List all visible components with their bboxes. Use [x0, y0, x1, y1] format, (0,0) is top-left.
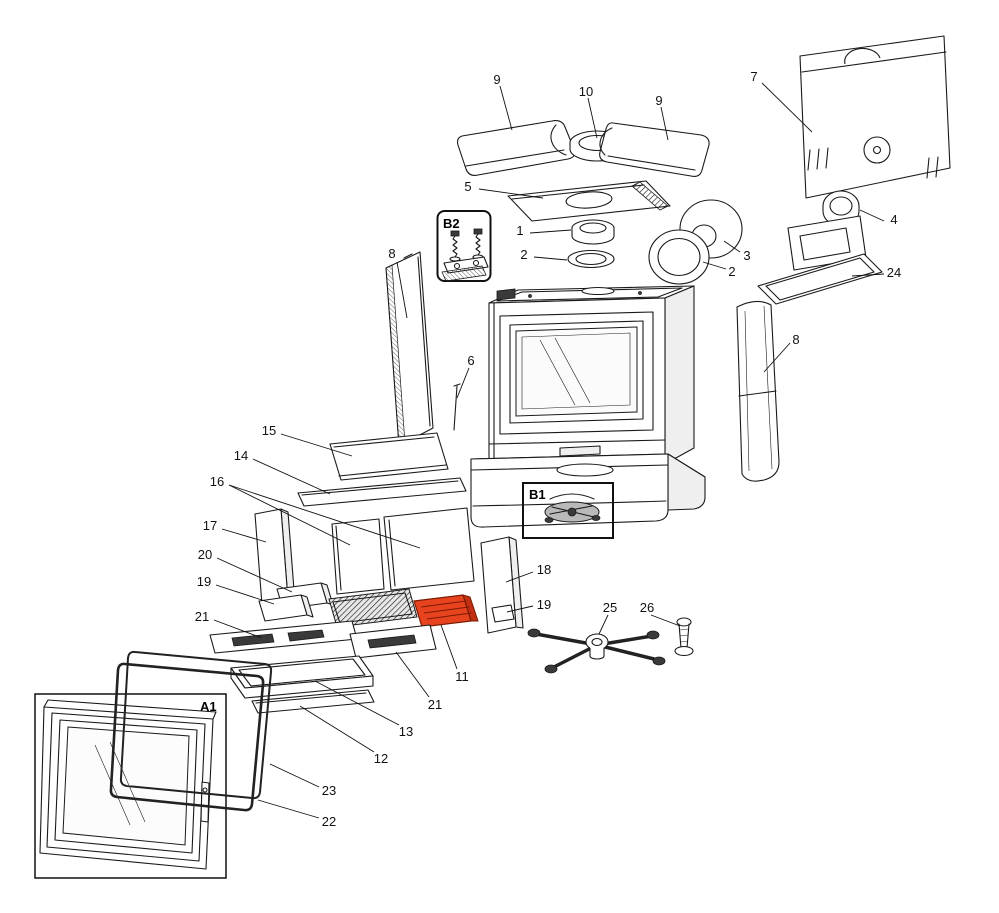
- strip-21-right: [349, 624, 437, 659]
- strip-14: [297, 477, 467, 507]
- callout-15: 15: [262, 423, 276, 438]
- callout-19-left: 19: [197, 574, 211, 589]
- callout-16: 16: [210, 474, 224, 489]
- callout-13: 13: [399, 724, 413, 739]
- callout-8-right: 8: [792, 332, 799, 347]
- callout-9-top-right: 9: [655, 93, 662, 108]
- baffle-plate-5: [507, 180, 671, 222]
- callout-19-right: 19: [537, 597, 551, 612]
- inset-label-b2: B2: [443, 216, 460, 231]
- callout-9-top-left: 9: [493, 72, 500, 87]
- callout-23: 23: [322, 783, 336, 798]
- callout-22: 22: [322, 814, 336, 829]
- gasket-ring-2-left: [567, 249, 615, 269]
- callout-25: 25: [603, 600, 617, 615]
- side-panel-right-8: [736, 300, 780, 482]
- part-11-face: [413, 594, 472, 628]
- inset-b1: B1: [522, 482, 614, 539]
- inset-b2: B2: [436, 210, 492, 282]
- inset-label-b1: B1: [529, 487, 546, 502]
- callout-20: 20: [198, 547, 212, 562]
- callouts: 9 10 9 7 5 1 2 3 2 4 24 8 8 6 15 14 16 1…: [195, 69, 901, 829]
- callout-21-right: 21: [428, 697, 442, 712]
- callout-5: 5: [464, 179, 471, 194]
- callout-3: 3: [743, 248, 750, 263]
- callout-21-left: 21: [195, 609, 209, 624]
- part-11-highlighted: [413, 594, 479, 628]
- grate-spider-25: [527, 628, 666, 674]
- plate-15: [329, 432, 449, 481]
- firebrick-panels-16: [331, 507, 475, 595]
- callout-18: 18: [537, 562, 551, 577]
- strip-21-left: [209, 620, 358, 654]
- callout-11: 11: [455, 669, 469, 684]
- grille-plate: [328, 588, 418, 628]
- hood-24: [757, 215, 883, 305]
- top-plate-right-9: [599, 122, 710, 177]
- brick-19-right: [491, 604, 515, 623]
- callout-10: 10: [579, 84, 593, 99]
- flue-collar-1: [571, 219, 615, 245]
- callout-4: 4: [890, 212, 897, 227]
- door-handle: [200, 781, 210, 823]
- top-plate-left-9: [456, 120, 576, 176]
- plinth-base: [470, 453, 706, 528]
- callout-17: 17: [203, 518, 217, 533]
- callout-2-right: 2: [728, 264, 735, 279]
- side-panel-left-8: [385, 251, 434, 447]
- callout-24: 24: [887, 265, 901, 280]
- ash-tray-13: [230, 655, 374, 699]
- rod-6: [453, 383, 461, 431]
- callout-1: 1: [516, 223, 523, 238]
- brick-19-left: [258, 594, 314, 622]
- callout-26: 26: [640, 600, 654, 615]
- firebox-body: [488, 285, 695, 469]
- callout-14: 14: [234, 448, 248, 463]
- inset-label-a1: A1: [200, 699, 217, 714]
- back-panel-7: [799, 35, 951, 199]
- brick-17: [254, 508, 296, 606]
- inset-a1: A1: [34, 693, 227, 879]
- callout-7: 7: [750, 69, 757, 84]
- callout-12: 12: [374, 751, 388, 766]
- gasket-frame-22: [109, 662, 265, 812]
- callout-6: 6: [467, 353, 474, 368]
- callout-8-left: 8: [388, 246, 395, 261]
- callout-2-left: 2: [520, 247, 527, 262]
- leader-lines: [213, 82, 885, 819]
- ring-2-right: [648, 229, 710, 285]
- bolt-26: [674, 617, 694, 657]
